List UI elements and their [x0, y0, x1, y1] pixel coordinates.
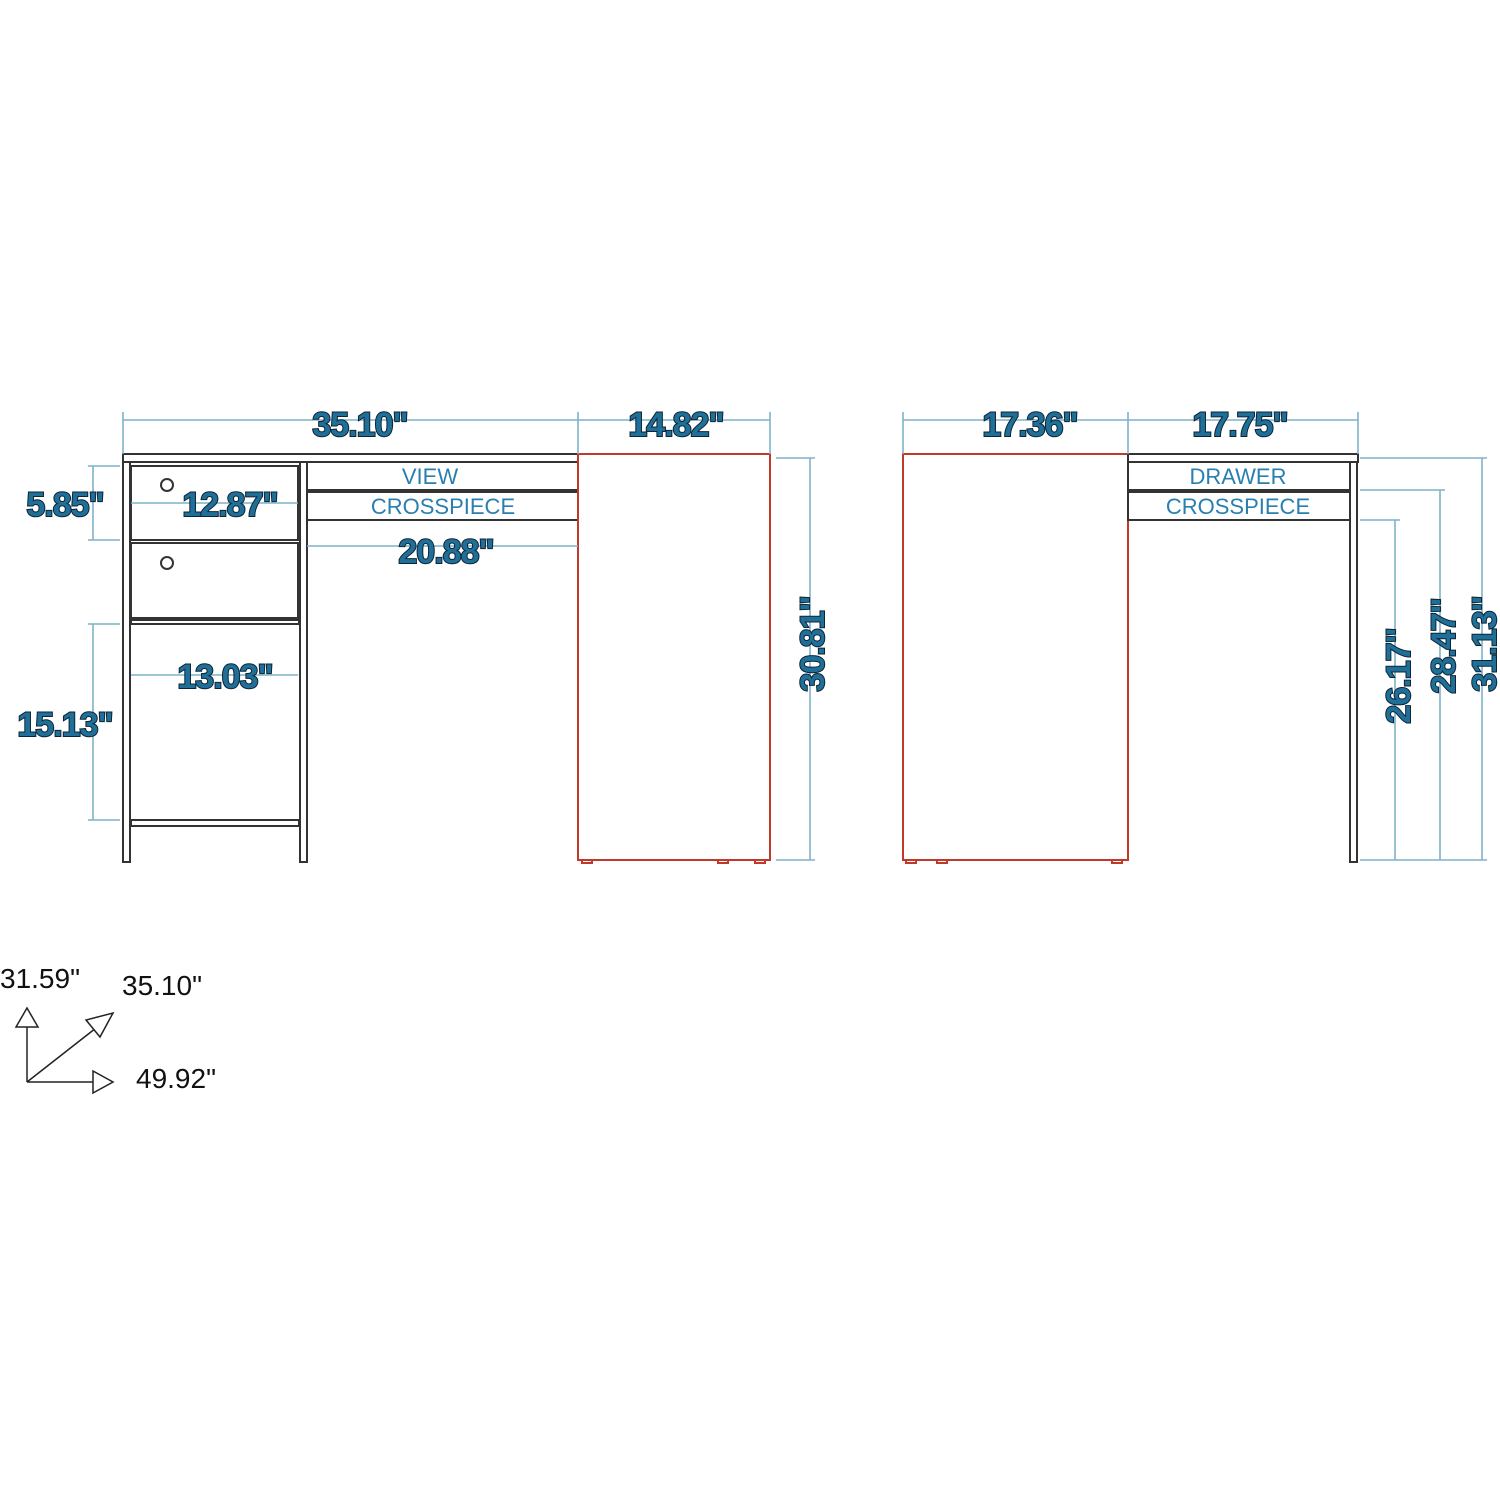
foot — [905, 859, 917, 864]
shelf-top — [130, 619, 300, 625]
crosspiece-width-label: 20.88" — [398, 533, 493, 571]
shelf-width-label: 13.03" — [177, 658, 272, 696]
front-width-main-label: 35.10" — [312, 406, 407, 444]
bottom-drawer-knob — [160, 556, 174, 570]
side-view: 17.36" 17.75" DRAWER CROSSPIECE 26.17" 2… — [902, 405, 1500, 864]
depth-axis — [26, 1027, 97, 1083]
drawer-width-label: 12.87" — [182, 486, 277, 524]
height-under-crosspiece-label: 26.17" — [1380, 628, 1418, 723]
side-depth-main-label: 17.75" — [1192, 406, 1287, 444]
front-desktop — [122, 453, 579, 463]
foot — [581, 859, 593, 864]
foot — [717, 859, 729, 864]
overall-dimensions-legend: 31.59" 35.10" 49.92" — [0, 963, 216, 1095]
height-total-label: 31.13" — [1466, 596, 1500, 691]
front-left-leg — [122, 461, 131, 863]
diagonal-arrow-icon — [84, 1011, 115, 1039]
shelf-bottom — [130, 819, 300, 827]
drawer-height-label: 5.85" — [26, 486, 103, 524]
front-inner-leg — [299, 461, 308, 863]
foot — [754, 859, 766, 864]
top-drawer-knob — [160, 478, 174, 492]
foot — [1111, 859, 1123, 864]
right-arrow-icon — [92, 1069, 115, 1095]
front-width-return-label: 14.82" — [628, 406, 723, 444]
overall-depth-label: 35.10" — [122, 970, 202, 1001]
overall-height-label: 31.59" — [0, 963, 80, 994]
overall-width-label: 49.92" — [136, 1063, 216, 1094]
side-leg — [1349, 461, 1358, 863]
side-return-panel — [902, 453, 1129, 861]
up-arrow-icon — [14, 1006, 40, 1028]
side-desktop — [1127, 453, 1359, 463]
front-height-label: 30.81" — [794, 596, 832, 691]
bottom-drawer — [130, 542, 299, 619]
front-return-panel — [577, 453, 771, 861]
side-depth-return-label: 17.36" — [982, 406, 1077, 444]
foot — [936, 859, 948, 864]
crosspiece-label: CROSSPIECE — [371, 494, 515, 519]
shelf-height-label: 15.13" — [17, 706, 112, 744]
front-view: 35.10" 14.82" 5.85" 12.87" VIEW CROSSPIE… — [16, 405, 833, 864]
height-under-top-label: 28.47" — [1425, 598, 1463, 693]
drawer-label: DRAWER — [1190, 464, 1287, 489]
side-crosspiece-label: CROSSPIECE — [1166, 494, 1310, 519]
view-label: VIEW — [402, 464, 458, 489]
